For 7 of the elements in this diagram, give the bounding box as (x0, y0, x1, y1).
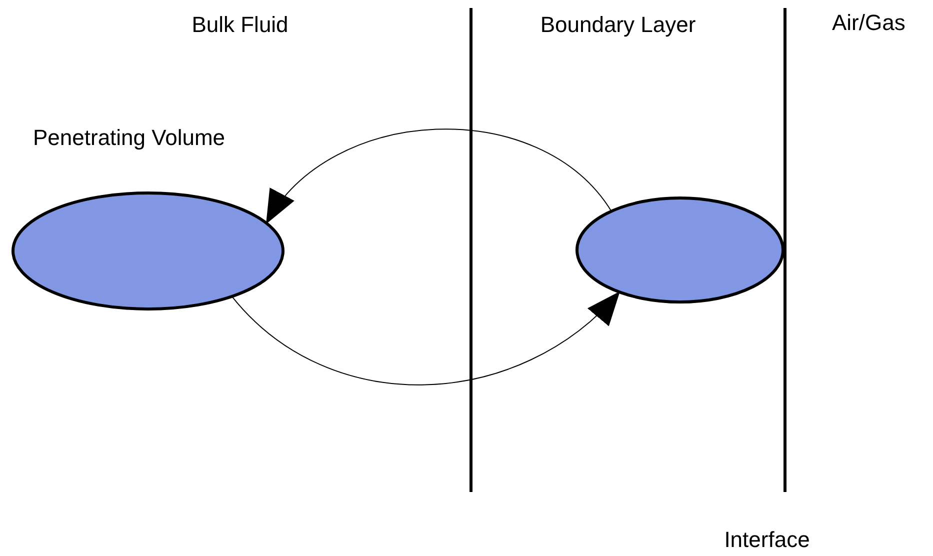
region-label: Air/Gas (832, 10, 906, 36)
region-label: Bulk Fluid (192, 12, 288, 38)
region-label: Boundary Layer (540, 12, 696, 38)
flow-arrow (231, 291, 620, 386)
interface-label: Interface (724, 527, 810, 553)
volume-caption: Penetrating Volume (33, 125, 226, 151)
flow-arrow (266, 128, 612, 224)
